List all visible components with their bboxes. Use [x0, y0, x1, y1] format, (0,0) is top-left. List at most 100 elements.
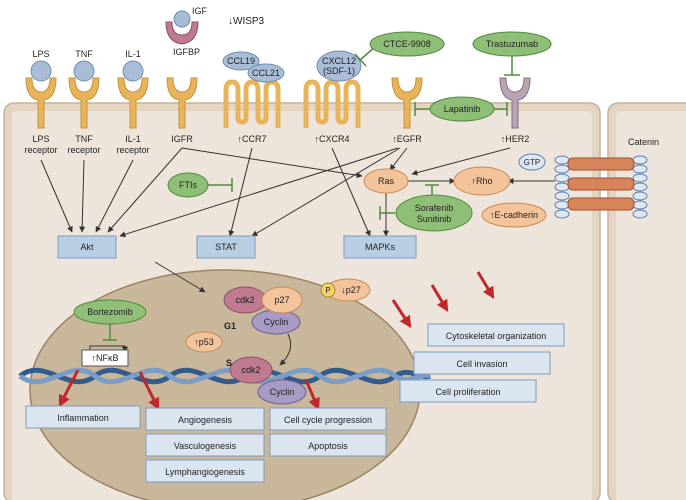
tnf-receptor-label-1: TNF: [75, 134, 93, 144]
il1-receptor-label-2: receptor: [116, 145, 149, 155]
lymphangiogenesis-box: [145, 459, 265, 483]
invasion-label: Cell invasion: [456, 359, 507, 369]
il1-top-label: IL-1: [125, 49, 141, 59]
cadherin-bar-1: [567, 157, 635, 171]
igfbp-shape: [165, 21, 199, 45]
lps-receptor-label-1: LPS: [32, 134, 49, 144]
red-arrows: [58, 271, 495, 411]
gtp-oval: [518, 153, 546, 171]
p-label: P: [325, 286, 330, 295]
p53-oval: [185, 331, 223, 353]
cdk-complex-top: [223, 286, 303, 335]
drug-ctce: [369, 31, 445, 57]
egfr-label: ↑EGFR: [392, 134, 422, 144]
inflammation-label: Inflammation: [57, 413, 109, 423]
sunitinib-label: Sunitinib: [417, 214, 452, 224]
cyclin-top-label: Cyclin: [264, 317, 289, 327]
ccl21-ligand: [247, 63, 285, 83]
egfr-receptor: [391, 77, 423, 129]
nfkb-box: [81, 349, 129, 367]
cyclin-bottom-label: Cyclin: [270, 387, 295, 397]
cdk2-top-label: cdk2: [235, 295, 254, 305]
catenin-left-stack: [554, 155, 570, 219]
ccl21-label: CCL21: [252, 68, 280, 78]
phospho-p-circle: [320, 282, 336, 298]
igf-label: IGF: [192, 6, 208, 16]
cxcl12-ligand: [316, 50, 362, 82]
drug-sorafenib-sunitinib: [395, 194, 473, 232]
p27-top-label: p27: [274, 295, 289, 305]
cytoskeletal-label: Cytoskeletal organization: [446, 331, 547, 341]
cdk2-bottom-label: cdk2: [241, 365, 260, 375]
tnf-ligand: [73, 60, 95, 82]
drug-trastuzumab: [472, 31, 552, 57]
catenin-junction: [554, 155, 648, 219]
cadherin-bar-2: [567, 177, 635, 191]
il1-receptor: [117, 60, 149, 129]
apoptosis-box: [269, 433, 387, 457]
gtp-label: GTP: [524, 158, 540, 167]
cxcl12-label-1: CXCL12: [322, 56, 356, 66]
mapks-box: [343, 235, 417, 259]
sorafenib-label: Sorafenib: [415, 203, 454, 213]
ccr7-label: ↑CCR7: [237, 134, 266, 144]
cadherin-bar-3: [567, 197, 635, 211]
igf-ligand: [173, 10, 191, 28]
proliferation-box: [399, 379, 537, 403]
invasion-box: [413, 351, 551, 375]
vasculogenesis-box: [145, 433, 265, 457]
cxcr4-receptor: [303, 50, 362, 128]
cxcr4-label: ↑CXCR4: [314, 134, 349, 144]
cytoskeletal-box: [427, 323, 565, 347]
tnf-receptor-label-2: receptor: [67, 145, 100, 155]
trastuzumab-label: Trastuzumab: [486, 39, 538, 49]
wisp3-label: ↓WISP3: [228, 16, 265, 27]
lymphangiogenesis-label: Lymphangiogenesis: [165, 467, 245, 477]
akt-label: Akt: [80, 242, 94, 252]
cell-cycle-box: [269, 407, 387, 431]
lps-receptor-label-2: receptor: [24, 145, 57, 155]
proliferation-label: Cell proliferation: [435, 387, 500, 397]
cxcl12-label-2: (SDF-1): [323, 66, 355, 76]
lps-receptor: [25, 60, 57, 129]
ccl19-label: CCL19: [227, 56, 255, 66]
tnf-receptor: [68, 60, 100, 129]
g1-label: G1: [224, 321, 236, 331]
lps-top-label: LPS: [32, 49, 49, 59]
stat-label: STAT: [215, 242, 237, 252]
igfr-receptor: [166, 77, 198, 129]
nfkb-label: ↑NFκB: [92, 353, 119, 363]
drug-bortezomib: [73, 299, 147, 325]
inhibition-lines: [103, 46, 520, 341]
drug-ftis: [167, 172, 209, 198]
inflammation-box: [25, 405, 141, 429]
ecadherin-oval: [481, 202, 547, 228]
s-label: S: [226, 358, 232, 368]
stat-box: [196, 235, 256, 259]
igf-complex: [165, 10, 199, 45]
angiogenesis-label: Angiogenesis: [178, 415, 233, 425]
drug-lapatinib: [429, 96, 495, 122]
p27-down-label: ↓p27: [341, 285, 361, 295]
apoptosis-label: Apoptosis: [308, 441, 348, 451]
pathway-arrows: [40, 147, 555, 366]
igfbp-label: IGFBP: [173, 47, 200, 57]
neighbor-cytoplasm: [616, 111, 686, 500]
ccl19-ligand: [222, 51, 260, 71]
lapatinib-label: Lapatinib: [444, 104, 481, 114]
igfr-label: IGFR: [171, 134, 193, 144]
cell-cycle-label: Cell cycle progression: [284, 415, 372, 425]
cdk-complex-bottom: [229, 356, 307, 405]
ras-oval: [363, 168, 409, 194]
bortezomib-label: Bortezomib: [87, 307, 133, 317]
ccr7-receptor: [222, 51, 285, 128]
ras-label: Ras: [378, 176, 395, 186]
il1-ligand: [122, 60, 144, 82]
catenin-label: Catenin: [628, 137, 659, 147]
ecadherin-label: ↑E-cadherin: [490, 210, 538, 220]
rho-oval: [453, 166, 511, 196]
ftis-label: FTIs: [179, 180, 197, 190]
ctce-label: CTCE-9908: [383, 39, 431, 49]
rho-label: ↑Rho: [471, 176, 492, 186]
